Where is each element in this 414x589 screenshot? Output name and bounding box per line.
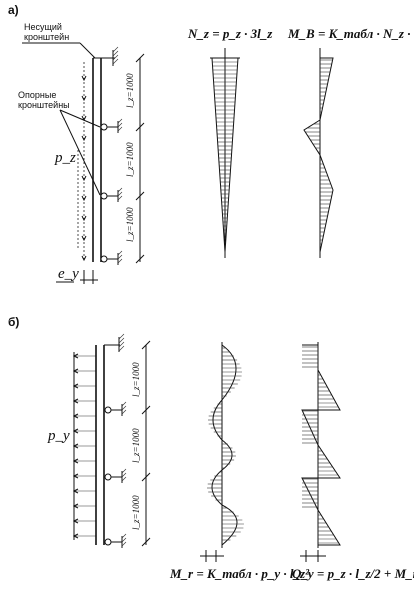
load-arrow-head xyxy=(72,353,79,359)
bending-moment-hatching-b xyxy=(207,347,244,541)
load-arrow-head xyxy=(72,533,79,539)
bearing-support-b xyxy=(118,333,125,352)
eccentricity-dimension xyxy=(80,270,98,284)
span-label-b1: l_z=1000 xyxy=(131,362,141,397)
eccentricity-symbol: e_y xyxy=(58,266,79,282)
load-symbol-py: p_y xyxy=(47,428,70,444)
load-symbol-pz: p_z xyxy=(54,150,76,166)
support-node-a2 xyxy=(100,187,123,202)
support-node-b1 xyxy=(104,401,127,416)
formula-normal-force: N_z = p_z · 3l_z xyxy=(187,26,273,41)
load-arrow-head xyxy=(72,473,79,479)
mr-dimension xyxy=(200,550,224,562)
load-arrow-head xyxy=(72,383,79,389)
load-arrows-pz xyxy=(77,62,87,262)
bearing-bracket-label-1: Несущий xyxy=(24,22,62,32)
dimension-line-a xyxy=(135,53,145,264)
bending-moment-diagram-b xyxy=(211,342,238,548)
span-label-b3: l_z=1000 xyxy=(131,495,141,530)
shear-force-hatching xyxy=(302,346,339,544)
formula-shear-force: Q_y = p_z · l_z/2 + M_r/l_z xyxy=(292,566,414,581)
support-node-a1 xyxy=(100,118,123,133)
load-arrow-head xyxy=(72,488,79,494)
support-node-b3 xyxy=(104,533,127,548)
panel-b-label: б) xyxy=(8,315,19,329)
load-arrow-head xyxy=(72,428,79,434)
span-label-a1: l_z=1000 xyxy=(125,73,135,108)
support-leader-1 xyxy=(59,109,101,128)
support-node-b2 xyxy=(104,468,127,483)
span-label-a3: l_z=1000 xyxy=(125,207,135,242)
column-a xyxy=(92,57,115,262)
load-arrow-head xyxy=(72,443,79,449)
support-brackets-label-1: Опорные xyxy=(18,90,56,100)
normal-force-diagram xyxy=(210,48,240,258)
span-label-a2: l_z=1000 xyxy=(125,142,135,177)
bearing-bracket-label-2: кронштейн xyxy=(24,32,69,42)
bearing-support-a xyxy=(112,46,119,66)
formula-bending-moment-b: M_r = K_табл · p_y · l_z² xyxy=(169,566,310,581)
load-arrows-py xyxy=(72,352,96,540)
load-arrow-head xyxy=(72,413,79,419)
panel-a-label: а) xyxy=(8,3,19,17)
dimension-line-b xyxy=(141,340,151,547)
column-b xyxy=(95,344,120,545)
normal-force-hatching xyxy=(212,61,238,247)
shear-force-diagram xyxy=(301,342,341,548)
support-brackets-label-2: кронштейны xyxy=(18,100,70,110)
load-arrow-head xyxy=(72,398,79,404)
qy-dimension xyxy=(300,550,326,562)
formula-bending-moment-a: M_B = K_табл · N_z · e_y xyxy=(287,26,414,41)
bearing-bracket-leader xyxy=(79,42,96,59)
load-arrow-head xyxy=(72,368,79,374)
support-node-a3 xyxy=(100,250,123,265)
span-label-b2: l_z=1000 xyxy=(131,428,141,463)
load-arrow-head xyxy=(72,518,79,524)
load-arrow-head xyxy=(72,503,79,509)
bending-moment-diagram-a xyxy=(303,48,334,258)
bending-moment-hatching-a xyxy=(305,59,333,249)
load-arrow-head xyxy=(72,458,79,464)
